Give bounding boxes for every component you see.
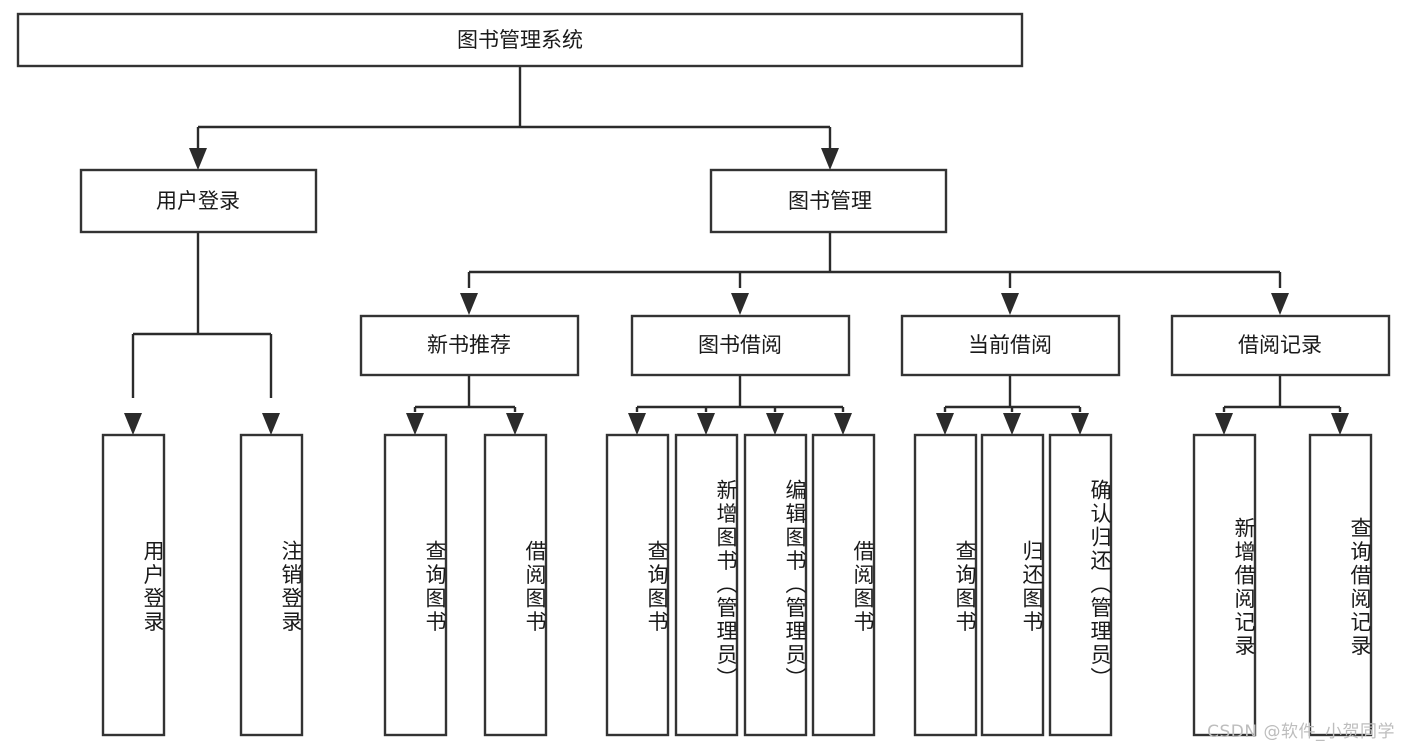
leaf-box-br-query-record[interactable] xyxy=(1308,433,1373,737)
connector-currentborrow-to-leaves xyxy=(936,375,1089,435)
node-current-borrow-label: 当前借阅 xyxy=(968,333,1052,357)
node-root-label: 图书管理系统 xyxy=(457,28,583,52)
connector-newbook-to-leaves xyxy=(406,375,524,435)
node-book-management-label: 图书管理 xyxy=(788,189,872,213)
connector-borrowrecord-to-leaves xyxy=(1215,375,1349,435)
leaf-box-bb-edit-book[interactable] xyxy=(743,433,808,737)
node-new-book-recommend[interactable]: 新书推荐 xyxy=(359,314,580,377)
node-user-login[interactable]: 用户登录 xyxy=(79,168,318,234)
leaf-box-cb-query-book[interactable] xyxy=(913,433,978,737)
connector-userlogin-to-leaves xyxy=(124,232,280,435)
node-new-book-recommend-label: 新书推荐 xyxy=(427,333,511,357)
leaf-box-nb-query-book[interactable] xyxy=(383,433,448,737)
node-borrow-record-label: 借阅记录 xyxy=(1238,333,1322,357)
leaf-box-cb-return-book[interactable] xyxy=(980,433,1045,737)
leaf-box-bb-add-book[interactable] xyxy=(674,433,739,737)
leaf-box-logout-login[interactable] xyxy=(239,433,304,737)
node-book-management[interactable]: 图书管理 xyxy=(709,168,948,234)
leaf-box-br-add-record[interactable] xyxy=(1192,433,1257,737)
csdn-watermark: CSDN @软件_小贺同学 xyxy=(1207,722,1395,742)
node-current-borrow[interactable]: 当前借阅 xyxy=(900,314,1121,377)
leaf-box-user-login[interactable] xyxy=(101,433,166,737)
leaf-box-bb-query-book[interactable] xyxy=(605,433,670,737)
node-borrow-record[interactable]: 借阅记录 xyxy=(1170,314,1391,377)
leaf-box-cb-confirm-ret[interactable] xyxy=(1048,433,1113,737)
connector-bookborrow-to-leaves xyxy=(628,375,852,435)
leaf-box-nb-borrow-book[interactable] xyxy=(483,433,548,737)
node-user-login-label: 用户登录 xyxy=(156,189,240,213)
connector-bookmgmt-to-level3 xyxy=(460,232,1289,315)
leaf-box-bb-borrow-book[interactable] xyxy=(811,433,876,737)
connector-root-to-level2 xyxy=(189,66,839,170)
node-root-book-management-system[interactable]: 图书管理系统 xyxy=(16,12,1024,68)
node-book-borrow-label: 图书借阅 xyxy=(698,333,782,357)
node-book-borrow[interactable]: 图书借阅 xyxy=(630,314,851,377)
